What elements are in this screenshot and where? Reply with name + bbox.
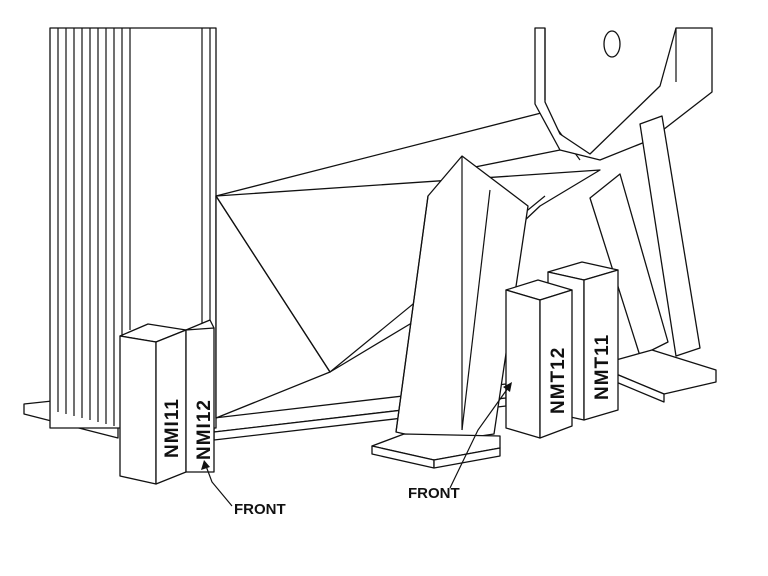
front-label-left: FRONT [234, 501, 286, 518]
left-sensor-block-b: NMI12 [185, 319, 215, 473]
right-sensor-block-a: NMT12 [505, 279, 573, 439]
label-nmt11: NMT11 [592, 334, 613, 400]
front-label-right: FRONT [408, 485, 460, 502]
label-nmt12: NMT12 [548, 347, 569, 414]
left-sensor-block-a: NMI11 [119, 323, 187, 485]
label-nmi11: NMI11 [162, 398, 183, 458]
front-support-leg [371, 155, 529, 469]
label-nmi12: NMI12 [194, 399, 215, 460]
front-callout-left: FRONT [201, 460, 286, 518]
rear-support-legs [589, 115, 717, 403]
front-callout-right: FRONT [408, 382, 512, 502]
arrow-head-icon [503, 382, 512, 392]
arrow-head-icon [201, 460, 210, 470]
